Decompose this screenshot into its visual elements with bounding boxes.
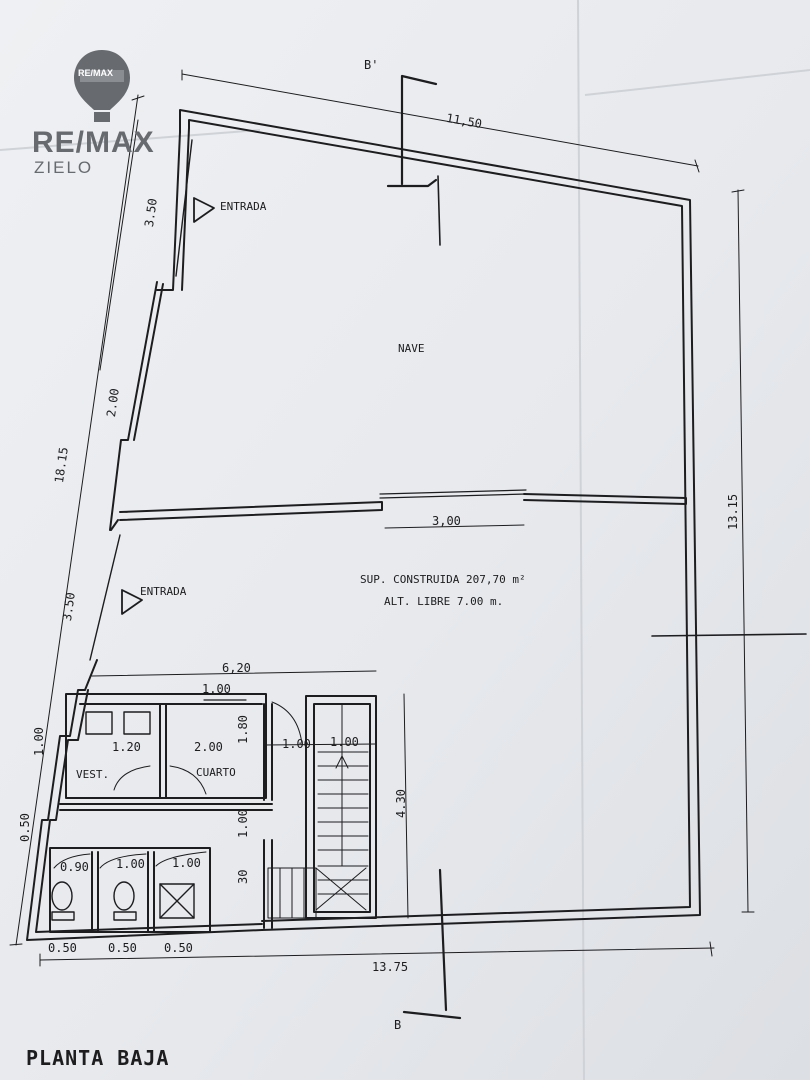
- dim-bottom-050-c: 0.50: [164, 941, 193, 955]
- dim-wc-100-b: 1.00: [172, 856, 201, 870]
- entrance-marker-lower: [121, 589, 143, 615]
- room-label-cuarto: CUARTO: [196, 766, 236, 779]
- entrance-door-lower: [89, 534, 121, 661]
- plan-title: PLANTA BAJA: [26, 1046, 170, 1070]
- dim-right: 13.15: [726, 493, 740, 530]
- remax-logo: RE/MAX RE/MAX ZIELO: [30, 48, 180, 178]
- entrance-door-upper: [175, 139, 193, 277]
- room-label-nave: NAVE: [398, 342, 425, 355]
- dim-door-top: 1.00: [202, 682, 231, 696]
- dim-bottom-050-b: 0.50: [108, 941, 137, 955]
- dim-stair-depth: 4.30: [394, 789, 408, 818]
- dim-bottom: 13.75: [372, 960, 409, 974]
- entrance-label-upper: ENTRADA: [220, 200, 267, 213]
- dim-wall-100: 1.00: [236, 809, 250, 838]
- logo-brand: RE/MAX: [32, 126, 155, 159]
- dim-bottom-050-a: 0.50: [48, 941, 77, 955]
- dim-partition-gap: 3,00: [432, 514, 461, 528]
- sink-fixtures: [85, 711, 151, 735]
- service-block-walls: [49, 693, 377, 933]
- dim-wall-180: 1.80: [236, 715, 250, 744]
- door-swings: [53, 701, 303, 869]
- room-label-vest: VEST.: [76, 768, 110, 781]
- dim-cuarto-width: 2.00: [194, 740, 223, 754]
- staircase: [267, 703, 369, 919]
- height-label: ALT. LIBRE 7.00 m.: [384, 595, 504, 608]
- dimension-lines: [9, 69, 755, 967]
- area-label: SUP. CONSTRUIDA 207,70 m²: [360, 573, 526, 586]
- section-cut: [386, 74, 807, 1020]
- balloon-label: RE/MAX: [78, 68, 114, 78]
- toilet-fixtures: [51, 881, 195, 921]
- section-mark-bottom: B: [394, 1018, 402, 1032]
- dim-service-width: 6,20: [222, 661, 251, 675]
- dim-wc-100-a: 1.00: [116, 857, 145, 871]
- dim-step-30: 30: [236, 869, 250, 884]
- section-mark-top: B': [364, 58, 379, 72]
- dim-left-050: 0.50: [18, 813, 32, 842]
- dim-wc-090: 0.90: [60, 860, 89, 874]
- exterior-wall: [26, 109, 701, 941]
- dim-left-100: 1.00: [32, 727, 46, 756]
- dim-door-mid: 1.00: [282, 737, 311, 751]
- entrance-label-lower: ENTRADA: [140, 585, 187, 598]
- dim-vest-width: 1.20: [112, 740, 141, 754]
- entrance-marker-upper: [193, 197, 215, 223]
- interior-partition: [119, 489, 687, 521]
- balloon-icon: [74, 50, 130, 122]
- dim-stair-width: 1.00: [330, 735, 359, 749]
- logo-subbrand: ZIELO: [34, 158, 94, 177]
